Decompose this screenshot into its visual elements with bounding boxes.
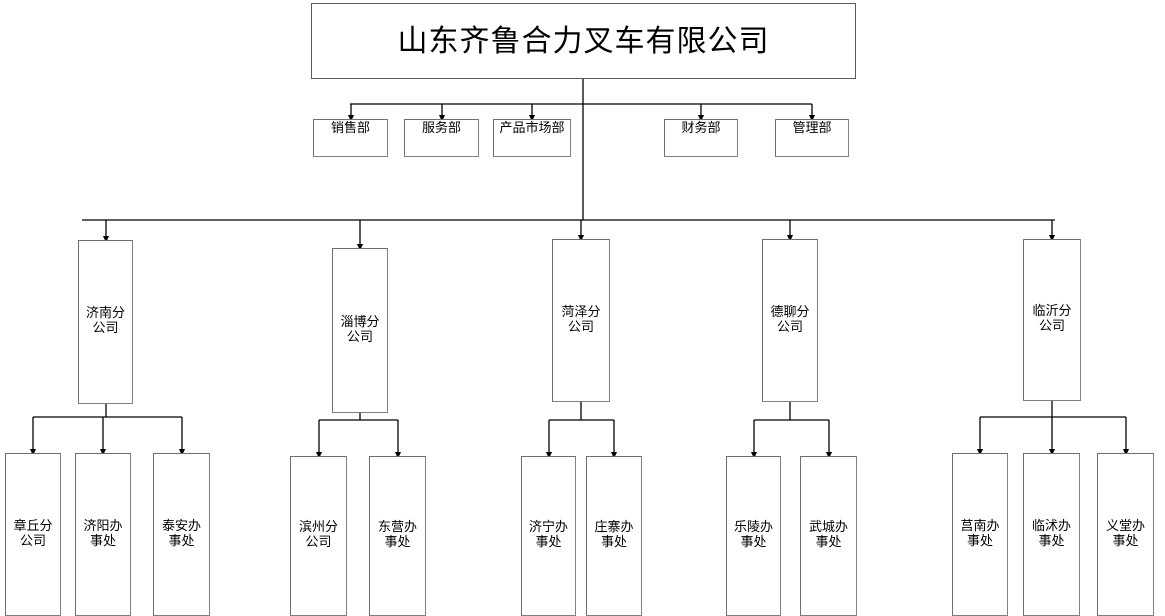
department-box-服务部[interactable]: 服务部 [404,119,479,157]
department-box-管理部-label: 管理部 [792,121,832,136]
branch-box-济南分公司[interactable]: 济南分 公司 [78,240,133,404]
office-box-武城办事处[interactable]: 武城办 事处 [800,456,857,616]
branch-box-菏泽分公司-label: 菏泽分 公司 [561,304,601,335]
office-box-莒南办事处[interactable]: 莒南办 事处 [952,453,1008,616]
branch-box-淄博分公司-label: 淄博分 公司 [340,314,380,345]
office-box-临沭办事处[interactable]: 临沭办 事处 [1023,453,1080,616]
branch-box-临沂分公司-label: 临沂分 公司 [1032,304,1072,334]
office-box-乐陵办事处-label: 乐陵办 事处 [733,520,773,550]
office-box-济阳办事处-label: 济阳办 事处 [83,518,123,549]
root-company-box[interactable]: 山东齐鲁合力叉车有限公司 [311,3,856,79]
department-box-销售部-label: 销售部 [330,121,370,136]
office-box-济宁办事处-label: 济宁办 事处 [528,520,568,550]
office-box-庄寨办事处[interactable]: 庄寨办 事处 [586,456,642,616]
office-box-济宁办事处[interactable]: 济宁办 事处 [521,456,576,616]
branch-box-淄博分公司[interactable]: 淄博分 公司 [332,248,388,413]
office-box-滨州分公司[interactable]: 滨州分 公司 [290,456,347,616]
root-company-box-label: 山东齐鲁合力叉车有限公司 [397,23,770,59]
office-box-义堂办事处-label: 义堂办 事处 [1105,518,1145,549]
office-box-济阳办事处[interactable]: 济阳办 事处 [75,453,131,616]
office-box-泰安办事处-label: 泰安办 事处 [161,518,201,549]
department-box-财务部[interactable]: 财务部 [664,119,738,157]
department-box-财务部-label: 财务部 [681,121,721,136]
office-box-章丘分公司[interactable]: 章丘分 公司 [5,453,61,616]
office-box-东营办事处-label: 东营办 事处 [377,520,417,550]
branch-box-德聊分公司-label: 德聊分 公司 [770,304,810,335]
department-box-服务部-label: 服务部 [421,121,461,136]
department-box-管理部[interactable]: 管理部 [775,119,849,157]
office-box-庄寨办事处-label: 庄寨办 事处 [594,520,634,550]
office-box-临沭办事处-label: 临沭办 事处 [1031,518,1071,549]
office-box-东营办事处[interactable]: 东营办 事处 [369,456,426,616]
department-box-产品市场部-label: 产品市场部 [499,121,565,136]
department-box-销售部[interactable]: 销售部 [313,119,388,157]
office-box-泰安办事处[interactable]: 泰安办 事处 [153,453,210,616]
branch-box-德聊分公司[interactable]: 德聊分 公司 [762,239,818,402]
office-box-莒南办事处-label: 莒南办 事处 [960,518,1000,549]
branch-box-临沂分公司[interactable]: 临沂分 公司 [1023,239,1081,401]
office-box-滨州分公司-label: 滨州分 公司 [298,520,338,550]
office-box-章丘分公司-label: 章丘分 公司 [13,518,53,549]
office-box-武城办事处-label: 武城办 事处 [808,520,848,550]
department-box-产品市场部[interactable]: 产品市场部 [493,119,571,157]
office-box-义堂办事处[interactable]: 义堂办 事处 [1097,453,1154,616]
branch-box-菏泽分公司[interactable]: 菏泽分 公司 [552,239,610,402]
branch-box-济南分公司-label: 济南分 公司 [85,306,125,336]
office-box-乐陵办事处[interactable]: 乐陵办 事处 [726,456,781,616]
